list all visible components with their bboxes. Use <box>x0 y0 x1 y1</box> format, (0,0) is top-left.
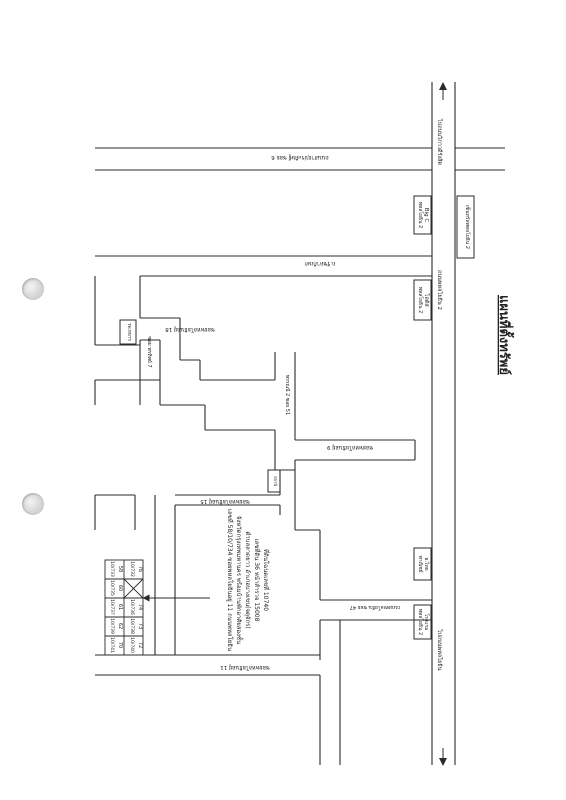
plot-labels: 76 74 73 72 10/732 10/736 10/738 10/740 58 60 61 62… <box>109 561 143 653</box>
place-top-school-sub: พหลโยธิน 2 <box>417 287 424 314</box>
label-to-vibhavadi: ไปถนนวิภาวดีรังสิต <box>436 118 443 166</box>
box-bank <box>413 547 432 581</box>
label-main-road: ถนนพหลโยธิน 2 <box>436 270 444 310</box>
place-hotel-sub: พหลโยธิน 2 <box>417 609 424 636</box>
plot-number-top: 74 <box>137 604 143 610</box>
plot-code-top: 10/740 <box>129 637 135 653</box>
label-bts-road: ถ.รัชดาภิเษก <box>305 260 336 267</box>
label-soi-18: ซอยพหลโยธินอยู่ 18 <box>165 326 215 334</box>
label-soi-51: พรรณนี 2 ซอย 51 <box>284 375 291 415</box>
annotation-line: จังหวัดกรุงเทพมหานคร พร้อมบ้านพักอาศัยสอ… <box>235 516 245 644</box>
plot-number-bottom: 60 <box>117 585 123 591</box>
plot-code-bottom: 10/739 <box>109 618 115 634</box>
place-big-c: Big C <box>423 208 429 223</box>
binder-hole-bottom <box>22 493 44 515</box>
plot-number-top: 76 <box>137 566 143 572</box>
label-to-phahonyothin: ไปถนนพหลโยธิน <box>436 628 444 670</box>
plot-code-top: 10/738 <box>129 618 135 634</box>
annotation-line: เลขที่ดิน 36 หน้าสำรวจ 15008 <box>253 539 261 622</box>
plot-code-bottom: 10/737 <box>109 599 115 615</box>
label-soi-15: ซอยพหลโยธินอยู่ 15 <box>200 498 250 506</box>
place-hospital: รพ.ทหาร <box>126 323 132 341</box>
binder-hole-top <box>22 278 44 300</box>
plot-number-bottom: 62 <box>117 623 123 629</box>
annotation-line: ที่ดินโฉนดเลขที่ 10740 <box>262 549 270 611</box>
box-market <box>456 195 475 259</box>
plot-number-bottom: 58 <box>117 566 123 572</box>
label-soi-7: ซอย พรทิพย์ 7 <box>146 336 153 367</box>
plot-grid <box>104 559 144 656</box>
plot-code-top: 10/732 <box>129 561 135 577</box>
place-police: สถานี <box>273 476 278 486</box>
plot-code-bottom: 10/733 <box>109 561 115 577</box>
plot-code-top: 10/736 <box>129 599 135 615</box>
box-hospital <box>119 319 137 345</box>
place-big-c-sub: พหลโยธิน 2 <box>417 202 424 229</box>
label-soi-9: ซอยพหลโยธินอยู่ 9 <box>327 444 373 452</box>
plot-code-bottom: 10/735 <box>109 580 115 596</box>
place-hotel: โรงแรม <box>423 613 430 630</box>
label-soi-11: ซอยพหลโยธินอยู่ 11 <box>220 664 269 672</box>
plot-number-top: 72 <box>137 642 143 648</box>
plot-number-bottom: 61 <box>117 604 123 610</box>
place-top-school: โลตัส <box>423 293 431 307</box>
annotation-line: ตำบลลาดยาว อำเภอบางเขน(จตุจักร) <box>244 531 251 628</box>
plot-number-top: 73 <box>137 623 143 629</box>
road-lines <box>94 82 505 765</box>
box-big-c <box>413 195 432 235</box>
place-bank-sub: พาณิชย์ <box>417 555 424 572</box>
box-hotel <box>413 604 432 640</box>
place-market: เซ็นทรัลพหลโยธิน 2 <box>464 205 472 249</box>
box-police <box>267 469 281 493</box>
plot-number-bottom: 70 <box>117 642 123 648</box>
label-cross-road-top: ถนนสาธุประดิษฐ์ ซอย 6 <box>271 154 329 161</box>
place-bank: ธ.ไทย <box>423 557 430 570</box>
plot-code-bottom: 10/741 <box>109 637 115 653</box>
map-title: แผนที่ตั้งทรัพย์ <box>496 295 515 375</box>
box-top-school <box>413 279 432 321</box>
label-soi-47: ถนนพหลโยธิน ซอย 47 <box>350 604 400 611</box>
annotation-line: เลขที่ 58/10/734 ซอยพหลโยธินอยู่ 11 ถนนพ… <box>226 509 234 651</box>
